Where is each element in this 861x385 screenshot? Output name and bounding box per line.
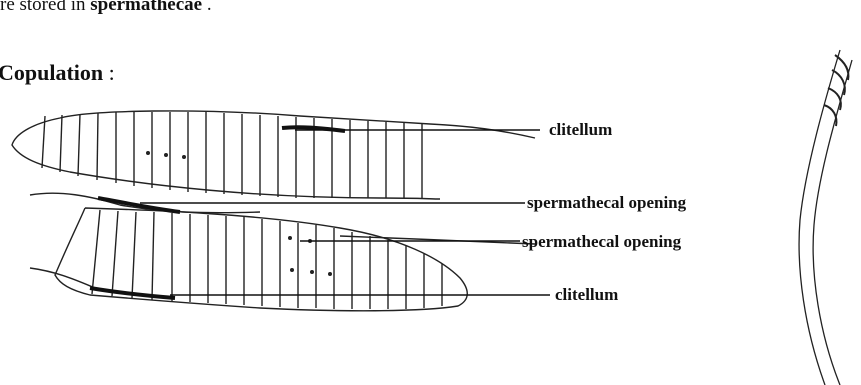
label-spermathecal-opening-2: spermathecal opening — [522, 232, 681, 252]
label-clitellum-bottom: clitellum — [555, 285, 618, 305]
spermathecal-marks — [146, 151, 332, 276]
bottom-worm-lower-tail — [30, 268, 100, 290]
right-side-worm — [799, 50, 852, 385]
top-worm-outline — [12, 111, 535, 199]
top-worm-segments — [42, 112, 422, 199]
bottom-worm-upper-line — [340, 236, 535, 244]
label-clitellum-top: clitellum — [549, 120, 612, 140]
label-spermathecal-opening-1: spermathecal opening — [527, 193, 686, 213]
